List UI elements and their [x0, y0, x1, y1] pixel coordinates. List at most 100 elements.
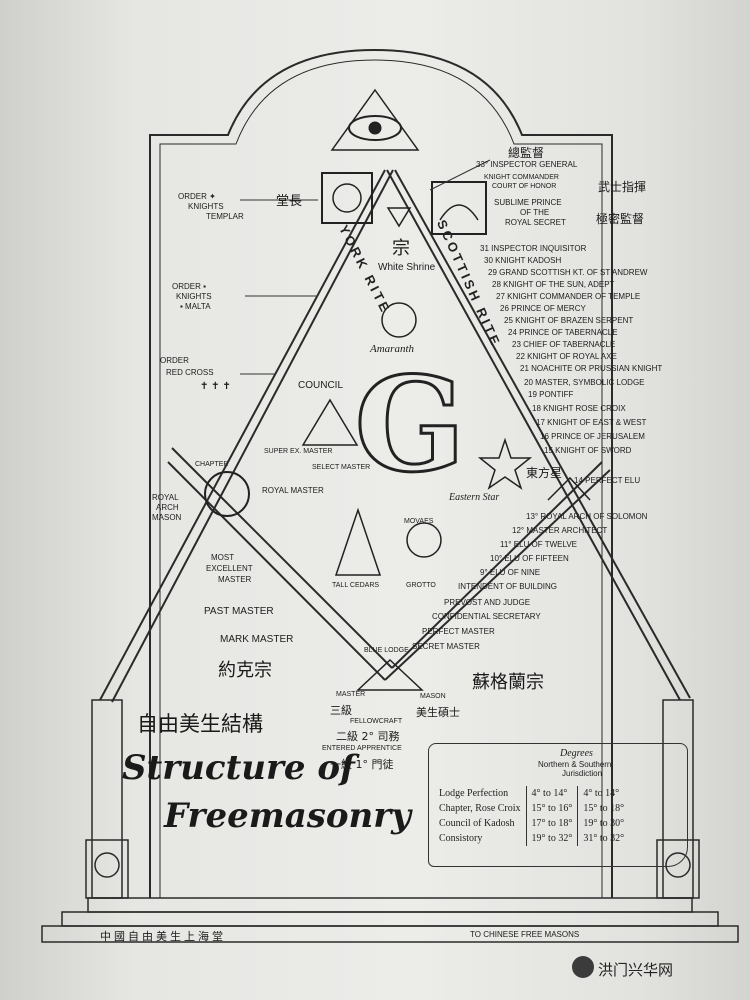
degree-label: KNIGHT of EAST & WEST	[547, 418, 647, 427]
fellowcraft-label: FELLOWCRAFT	[350, 718, 403, 725]
royal-master-label: ROYAL MASTER	[262, 486, 324, 495]
council-label: COUNCIL	[298, 380, 344, 391]
degrees-scroll	[428, 743, 688, 867]
order-templar-line1: ORDER ✦	[178, 192, 216, 201]
lower-degree: SECRET MASTER	[412, 642, 480, 651]
tall-cedars-icon	[334, 507, 382, 576]
mason-label: MASON	[420, 693, 446, 700]
degree-label: KNIGHT COMMANDER of TEMPLE	[507, 292, 641, 301]
degree-label: KNIGHT of BRAZEN SERPENT	[515, 316, 634, 325]
knight-commander-line2: COURT of HONOR	[492, 183, 557, 190]
mason-cn: 美生碩士	[416, 706, 460, 719]
entered-apprentice-cn: 一級 1° 門徒	[330, 758, 394, 771]
perfect-elu-icon	[547, 476, 591, 501]
mark-master-label: MARK MASTER	[220, 634, 294, 645]
degree-label: CHIEF of TABERNACLE	[523, 340, 616, 349]
sublime-line3: ROYAL SECRET	[505, 218, 566, 227]
fellowcraft-cn: 二級 2° 司務	[336, 730, 400, 743]
order-malta-line3: ▪ MALTA	[180, 302, 211, 311]
base-steps	[41, 897, 739, 943]
footer-cn: 中國自由美生上海堂	[100, 930, 226, 943]
amaranth-label: Amaranth	[370, 343, 414, 355]
degree-label: PRINCE of JERUSALEM	[551, 432, 645, 441]
order-redcross-crosses: ✝ ✝ ✝	[200, 381, 231, 392]
select-master-label: SELECT MASTER	[312, 464, 371, 471]
white-shrine-label: White Shrine	[378, 262, 436, 273]
lower-degree: 9° ELU of NINE	[480, 568, 541, 577]
degree-label: PRINCE of TABERNACLE	[519, 328, 618, 337]
arch-frame	[149, 48, 613, 898]
lower-degree: PREVOST AND JUDGE	[444, 598, 531, 607]
blue-lodge-label: BLUE LODGE	[364, 647, 409, 654]
degrees-jurisdiction: Jurisdiction	[562, 769, 603, 778]
inspector-general-cn: 總監督	[508, 146, 545, 160]
sublime-cn: 極密監督	[596, 212, 645, 226]
white-shrine-icon	[386, 207, 412, 228]
order-templar-line2: KNIGHTS	[188, 202, 224, 211]
compass-and-square	[99, 169, 691, 703]
left-pillar	[85, 699, 129, 899]
white-shrine-cn: 宗	[392, 238, 410, 259]
degree-label: KNIGHT of THE SUN, ADEPT	[503, 280, 615, 289]
york-rite-cn: 約克宗	[218, 660, 272, 681]
degrees-subheading: Northern & Southern	[538, 760, 612, 769]
order-redcross-line2: RED CROSS	[166, 368, 214, 377]
grotto-face-icon	[406, 522, 442, 558]
degree-label: KNIGHT ROSE CROIX	[543, 404, 626, 413]
entered-apprentice-label: ENTERED APPRENTICE	[322, 745, 402, 752]
templar-emblem-icon	[321, 172, 373, 224]
eastern-star-cn: 東方星	[526, 466, 563, 480]
lower-degree: 10° ELU of FIFTEEN	[490, 554, 569, 563]
blue-lodge-icon	[356, 658, 424, 691]
all-seeing-eye-icon	[330, 88, 420, 151]
lower-degree: 13° ROYAL ARCH of SOLOMON	[526, 512, 648, 521]
master-label: MASTER	[336, 691, 366, 698]
council-triangle-icon	[301, 398, 359, 446]
eastern-star-icon	[477, 437, 533, 490]
title-line2: Freemasonry	[164, 796, 411, 836]
order-templar-cn: 堂長	[276, 194, 303, 209]
most-excellent-line1: MOST	[211, 553, 235, 562]
degree-label: INSPECTOR INQUISITOR	[491, 244, 587, 253]
grotto-top-label: MOVAES	[404, 518, 434, 525]
order-malta-line2: KNIGHTS	[176, 292, 212, 301]
degree-label: KNIGHT KADOSH	[495, 256, 562, 265]
eastern-star-label: Eastern Star	[449, 492, 500, 503]
leader-lines	[240, 159, 491, 375]
lower-degree: 11° ELU of TWELVE	[500, 540, 577, 549]
sublime-line2: OF THE	[520, 208, 550, 217]
super-master-label: SUPER EX. MASTER	[264, 448, 333, 455]
double-eagle-icon	[431, 181, 487, 235]
order-malta-line1: ORDER ▪	[172, 282, 206, 291]
chapter-keystone-icon	[204, 471, 250, 517]
knight-commander-line1: KNIGHT COMMANDER	[484, 174, 559, 181]
footer-en: TO CHINESE FREE MASONS	[470, 930, 580, 939]
knight-commander-cn: 武士指揮	[598, 180, 647, 194]
degree-label: KNIGHT of ROYAL AXE	[527, 352, 617, 361]
amaranth-icon	[381, 302, 417, 338]
degree-label: MASTER, SYMBOLIC LODGE	[535, 378, 645, 387]
degree-label: PERFECT ELU	[585, 476, 641, 485]
degree-label: KNIGHT of SWORD	[555, 446, 632, 455]
royal-arch-line1: ROYAL	[152, 493, 179, 502]
lower-degree: CONFIDENTIAL SECRETARY	[432, 612, 541, 621]
tall-cedars-label: TALL CEDARS	[332, 582, 380, 589]
degree-label: NOACHITE or PRUSSIAN KNIGHT	[531, 364, 663, 373]
scottish-rite-cn: 蘇格蘭宗	[472, 672, 544, 693]
wechat-icon	[572, 956, 594, 978]
royal-arch-line2: ARCH	[156, 503, 179, 512]
letter-g: G	[354, 348, 465, 501]
lower-degree: INTENDENT of BUILDING	[458, 582, 557, 591]
most-excellent-line2: EXCELLENT	[206, 564, 253, 573]
order-redcross-line1: ORDER	[160, 356, 189, 365]
royal-arch-line3: MASON	[152, 513, 182, 522]
lower-degree: PERFECT MASTER	[422, 627, 495, 636]
master-cn: 三級	[330, 704, 352, 717]
order-templar-line3: TEMPLAR	[206, 212, 244, 221]
